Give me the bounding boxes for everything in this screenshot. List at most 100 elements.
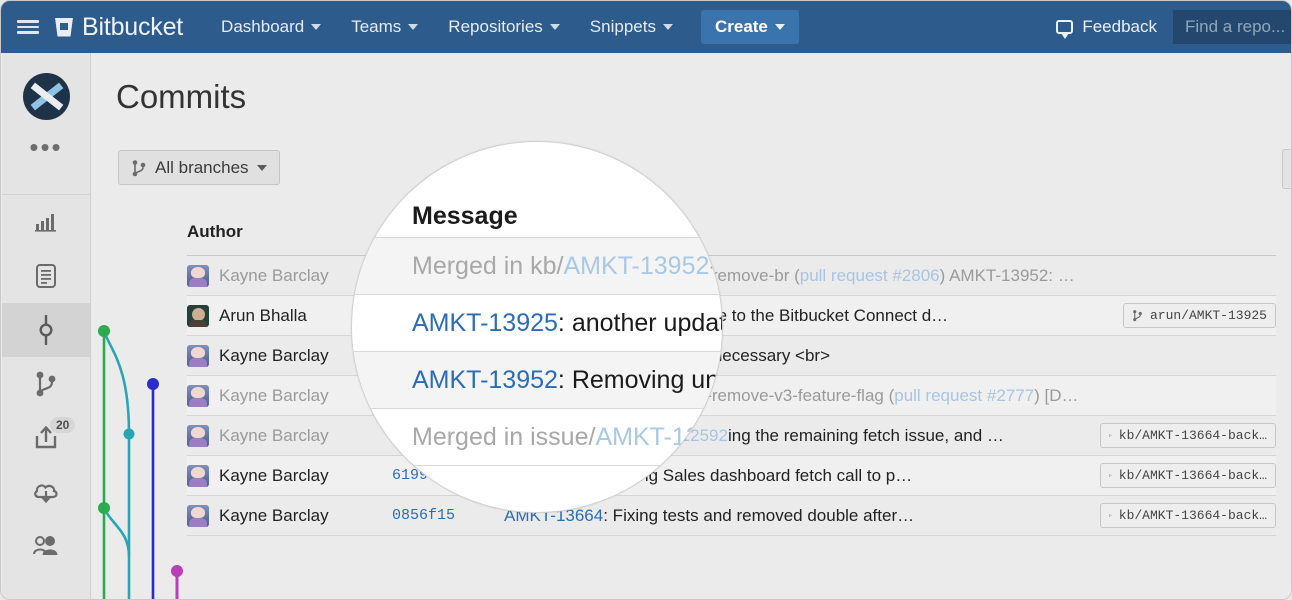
right-edge-control[interactable]	[1282, 149, 1291, 189]
pull-request-link[interactable]: pull request #2806	[799, 265, 940, 285]
row-author: Kayne Barclay	[187, 264, 392, 287]
cloud-download-icon	[34, 484, 58, 504]
lens-row[interactable]: AMKT-13925: another update to	[352, 294, 722, 351]
commits-icon	[39, 315, 53, 345]
author-name: Kayne Barclay	[219, 385, 329, 405]
author-name: Arun Bhalla	[219, 305, 307, 325]
avatar	[187, 504, 209, 527]
chevron-down-icon	[408, 24, 419, 30]
lens-issue-link[interactable]: AMKT-13952	[412, 365, 558, 394]
page-title: Commits	[116, 78, 247, 115]
repository-avatar[interactable]	[22, 73, 70, 120]
avatar	[187, 464, 209, 487]
avatar	[187, 264, 209, 287]
branch-filter-label: All branches	[155, 157, 249, 177]
sidebar-item-pull-requests[interactable]: 20	[2, 411, 90, 465]
sidebar-item-commits[interactable]	[2, 303, 90, 357]
branch-name: kb/AMKT-13664-back…	[1118, 508, 1267, 523]
lens-row[interactable]: Merged in kb/AMKT-13952-rem	[352, 237, 722, 294]
rail-more-icon[interactable]: •••	[29, 132, 63, 162]
column-header-author: Author	[187, 221, 243, 241]
branch-badge[interactable]: kb/AMKT-13664-back…	[1100, 423, 1276, 448]
speech-bubble-icon	[1056, 20, 1074, 39]
feedback-label: Feedback	[1082, 17, 1157, 36]
table-row[interactable]: Kayne Barclay AMKT-13952: Removing unnec…	[187, 336, 1276, 376]
author-name: Kayne Barclay	[219, 505, 329, 525]
magnifier-lens: Message Merged in kb/AMKT-13952-rem AMKT…	[351, 141, 723, 513]
lens-row-shade	[352, 237, 722, 294]
pull-request-count-badge: 20	[50, 417, 76, 433]
bitbucket-mark-icon	[55, 18, 73, 37]
row-author: Kayne Barclay	[187, 344, 392, 367]
nav-snippets-label: Snippets	[589, 17, 656, 36]
avatar	[187, 344, 209, 367]
people-icon	[33, 536, 58, 555]
branch-icon	[36, 371, 56, 397]
branch-filter-dropdown[interactable]: All branches	[118, 150, 280, 185]
lens-issue-link[interactable]: AMKT-12592	[595, 422, 722, 451]
rail-header: •••	[2, 73, 90, 195]
table-header-row: Author Message	[187, 208, 1276, 256]
chevron-down-icon	[256, 164, 267, 171]
lens-msg-suffix: : another update to	[557, 308, 722, 337]
branch-icon	[1109, 434, 1112, 437]
pull-request-link[interactable]: pull request #2777	[894, 385, 1035, 405]
row-author: Kayne Barclay	[187, 504, 392, 527]
create-button[interactable]: Create	[700, 10, 799, 44]
repository-sidebar: •••	[2, 53, 91, 599]
chevron-down-icon	[549, 24, 560, 30]
branch-badge[interactable]: kb/AMKT-13664-back…	[1100, 503, 1276, 528]
row-author: Kayne Barclay	[187, 464, 392, 487]
lens-issue-link[interactable]: AMKT-13952	[563, 251, 710, 280]
feedback-button[interactable]: Feedback	[1040, 17, 1173, 39]
row-branch: kb/AMKT-13664-back…	[1100, 423, 1276, 448]
lens-row[interactable]: AMKT-13952: Removing unnec	[352, 351, 722, 408]
avatar	[187, 424, 209, 447]
sidebar-item-branches[interactable]	[2, 357, 90, 411]
nav-right-group: Feedback Find a repo...	[1040, 1, 1291, 53]
nav-teams-label: Teams	[351, 17, 402, 36]
nav-teams[interactable]: Teams	[339, 11, 430, 43]
chevron-down-icon	[662, 24, 673, 30]
pull-request-icon	[35, 425, 57, 449]
msg-suffix: -remove-v3-feature-flag (	[706, 385, 895, 405]
lens-msg-suffix: : Removing unnec	[557, 365, 722, 394]
nav-repositories-label: Repositories	[448, 17, 543, 36]
row-author: Arun Bhalla	[187, 304, 392, 327]
commit-hash[interactable]: 0856f15	[392, 507, 456, 524]
hamburger-menu-icon[interactable]	[1, 17, 55, 37]
sidebar-item-settings[interactable]	[2, 519, 90, 573]
sidebar-item-source[interactable]	[2, 249, 90, 303]
nav-repositories[interactable]: Repositories	[436, 11, 572, 43]
branch-icon	[1109, 514, 1112, 517]
avatar	[187, 384, 209, 407]
author-name: Kayne Barclay	[219, 465, 329, 485]
branch-name: kb/AMKT-13664-back…	[1118, 468, 1267, 483]
search-input[interactable]: Find a repo...	[1173, 10, 1291, 44]
branch-badge[interactable]: kb/AMKT-13664-back…	[1100, 463, 1276, 488]
branch-badge[interactable]: arun/AMKT-13925	[1122, 303, 1276, 328]
msg-tail: ) [De…	[1034, 385, 1088, 405]
branch-name: kb/AMKT-13664-back…	[1118, 428, 1267, 443]
sidebar-item-overview[interactable]	[2, 195, 90, 249]
table-row[interactable]: Kayne Barclay Merged in kb/AMKT-13952-re…	[187, 256, 1276, 296]
nav-snippets[interactable]: Snippets	[578, 11, 685, 43]
row-author: Kayne Barclay	[187, 424, 392, 447]
sidebar-item-downloads[interactable]	[2, 465, 90, 519]
nav-dashboard[interactable]: Dashboard	[209, 11, 333, 43]
author-name: Kayne Barclay	[219, 425, 329, 445]
branch-icon	[1109, 474, 1112, 477]
bar-chart-icon	[35, 214, 56, 232]
table-row[interactable]: Kayne Barclay Merged in kb/AMKT-12592-re…	[187, 376, 1276, 416]
author-name: Kayne Barclay	[219, 345, 329, 365]
table-row[interactable]: Kayne Barclay 0856f15 AMKT-13664: Fixing…	[187, 496, 1276, 536]
nav-dashboard-label: Dashboard	[221, 17, 305, 36]
row-branch: kb/AMKT-13664-back…	[1100, 503, 1276, 528]
table-row[interactable]: Kayne Barclay Merged in issue/AMKT-12592…	[187, 416, 1276, 456]
lens-issue-link[interactable]: AMKT-13925	[412, 308, 558, 337]
table-row[interactable]: Kayne Barclay 6199a0c AMKT-13664: Fixing…	[187, 456, 1276, 496]
bitbucket-logo[interactable]: Bitbucket	[55, 13, 183, 42]
branch-name: arun/AMKT-13925	[1149, 308, 1267, 323]
lens-row[interactable]: Merged in issue/AMKT-12592	[352, 408, 722, 465]
